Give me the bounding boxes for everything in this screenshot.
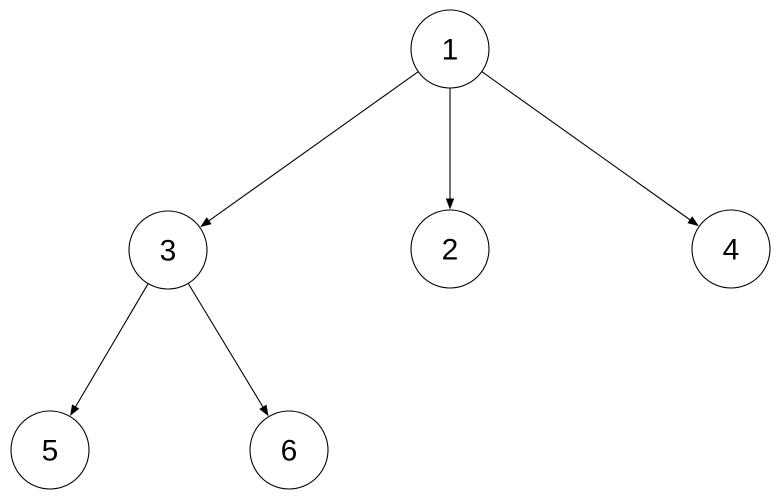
graph-edge [445, 88, 455, 210]
edge-layer [70, 71, 699, 417]
arrowhead-icon [70, 404, 80, 416]
node-label: 3 [160, 235, 177, 268]
node-label: 5 [42, 435, 59, 468]
graph-node-5[interactable]: 5 [10, 410, 90, 490]
graph-node-1[interactable]: 1 [410, 9, 490, 89]
node-circle[interactable] [691, 209, 771, 289]
node-circle[interactable] [249, 410, 329, 490]
graph-node-3[interactable]: 3 [128, 210, 208, 290]
arrowhead-icon [259, 404, 269, 417]
node-label: 4 [723, 234, 740, 267]
graph-node-4[interactable]: 4 [691, 209, 771, 289]
node-circle[interactable] [410, 9, 490, 89]
node-circle[interactable] [10, 410, 90, 490]
node-circle[interactable] [128, 210, 208, 290]
node-label: 6 [281, 435, 298, 468]
graph-node-6[interactable]: 6 [249, 410, 329, 490]
graph-node-2[interactable]: 2 [410, 209, 490, 289]
node-circle[interactable] [410, 209, 490, 289]
graph-edge [70, 283, 149, 416]
arrowhead-icon [445, 198, 455, 210]
graph-edge [481, 71, 699, 227]
arrowhead-icon [200, 217, 212, 228]
graph-edge [200, 71, 419, 228]
node-label: 1 [442, 34, 459, 67]
node-layer: 1 2 3 4 5 6 [10, 9, 771, 490]
graph-edge [187, 283, 269, 417]
node-label: 2 [442, 234, 459, 267]
arrowhead-icon [687, 216, 699, 227]
